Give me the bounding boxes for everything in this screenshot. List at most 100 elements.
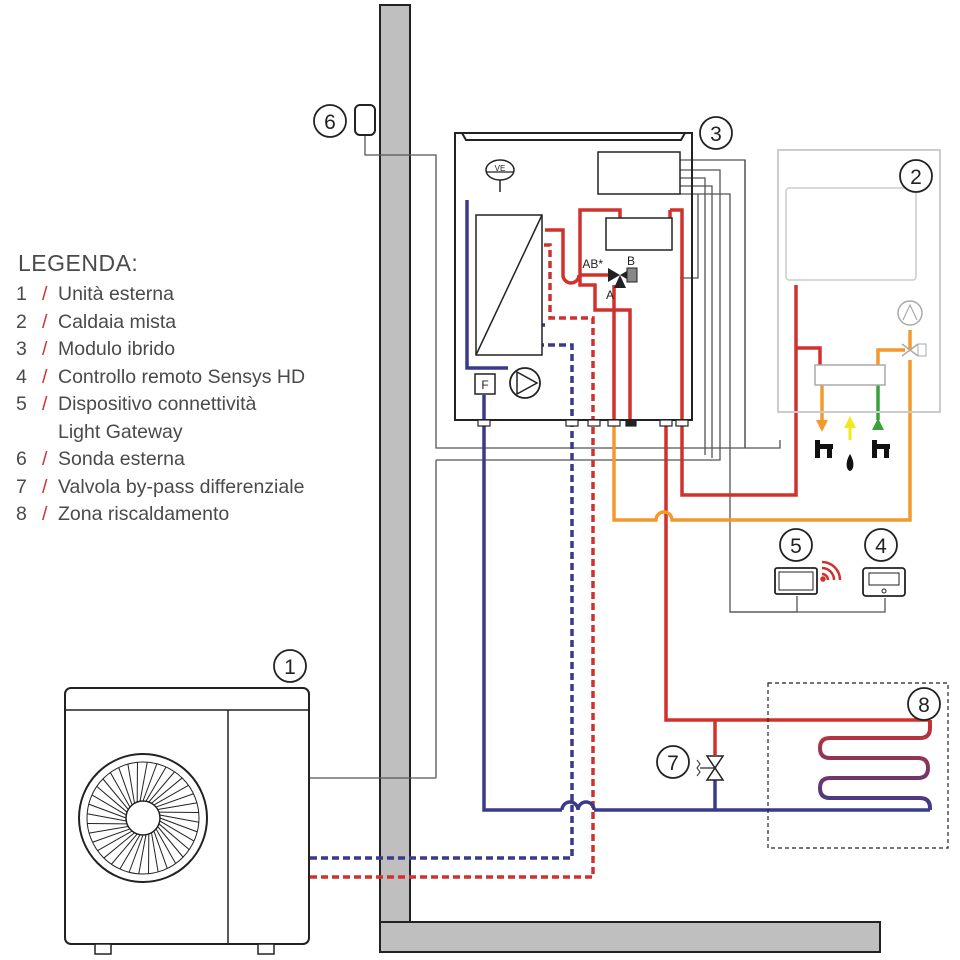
fan-spoke <box>96 786 128 813</box>
legend-item-number: 4 <box>16 365 27 388</box>
fan-spoke <box>158 823 190 850</box>
legend-separator: / <box>42 503 48 525</box>
dhw-pipework <box>612 330 912 522</box>
expansion-vessel-label: VE <box>495 164 506 173</box>
legend-item-label: Unità esterna <box>58 283 174 305</box>
hot-water-arrow-icon <box>816 420 828 432</box>
gas-arrow-icon <box>844 416 856 440</box>
fan-spoke <box>138 834 147 874</box>
callout-3-label: 3 <box>710 123 722 146</box>
module-sensor-box <box>605 217 673 251</box>
legend-separator: / <box>42 475 48 498</box>
legend-item: 1 / Unità esterna <box>16 281 356 309</box>
legend-item-label: Dispositivo connettività <box>58 393 257 415</box>
legend-separator: / <box>42 393 48 415</box>
legend-item-number: 6 <box>16 448 27 470</box>
legend-item: 6 / Sonda esterna <box>16 446 356 474</box>
bypass-valve-icon <box>696 755 725 781</box>
callout-2-label: 2 <box>910 166 922 189</box>
fan-spoke <box>111 833 138 865</box>
legend-title: LEGENDA: <box>18 250 139 276</box>
callout-1: 1 <box>273 649 307 683</box>
valve-port-ab: AB* <box>582 257 603 271</box>
supply-pipework <box>545 208 930 755</box>
valve-port-b: B <box>627 254 635 268</box>
filter-label: F <box>481 378 488 392</box>
callout-4: 4 <box>864 528 898 562</box>
refrigerant-lines <box>310 243 595 879</box>
legend-item-number: 1 <box>16 283 27 305</box>
fan-spoke <box>159 817 198 833</box>
callout-5: 5 <box>779 528 813 562</box>
valve-port-a: A <box>606 288 614 302</box>
fan-spoke <box>142 763 158 802</box>
fan-spoke <box>155 828 177 864</box>
fan-spoke <box>157 802 198 810</box>
legend-item-number: 2 <box>16 310 27 333</box>
legend-separator: / <box>42 310 48 333</box>
wall <box>379 4 411 924</box>
fan-spoke <box>153 830 168 869</box>
fan-spoke <box>145 766 167 802</box>
fan-spoke <box>127 763 135 804</box>
legend-item-label: Caldaia mista <box>58 310 177 333</box>
fan-spoke <box>88 803 127 819</box>
cold-water-arrow-icon <box>872 418 884 430</box>
callout-5-label: 5 <box>790 535 802 558</box>
legend-item-label: Controllo remoto Sensys HD <box>58 365 306 388</box>
fan-spoke <box>103 832 135 859</box>
callout-8-label: 8 <box>918 694 930 717</box>
filter-icon: F <box>474 373 496 395</box>
fan-spoke <box>151 832 159 873</box>
callout-3: 3 <box>699 116 733 150</box>
legend-item-label: Sonda esterna <box>58 448 185 470</box>
fan-spoke <box>87 813 127 822</box>
callout-1-label: 1 <box>284 656 296 679</box>
legend-item-number: 5 <box>16 393 27 415</box>
control-wiring <box>310 135 886 779</box>
legend-item-label: Zona riscaldamento <box>58 503 230 525</box>
fan-spoke <box>118 767 133 806</box>
callout-4-label: 4 <box>875 535 887 558</box>
legend-item: 8 / Zona riscaldamento <box>16 501 356 529</box>
legend-separator: / <box>42 283 48 305</box>
legend-item: 7 / Valvola by-pass differenziale <box>16 474 356 502</box>
fan-spoke <box>88 826 129 834</box>
boiler-diverter-valve-icon <box>901 343 919 357</box>
fan-spoke <box>97 830 133 852</box>
underfloor-coil <box>817 720 932 810</box>
flame-icon <box>846 454 854 471</box>
three-way-valve-icon: AB* A B <box>582 254 638 302</box>
callout-6: 6 <box>313 104 347 138</box>
module-connectors <box>477 419 689 427</box>
legend-item: 5 / Dispositivo connettività Light Gatew… <box>16 391 356 446</box>
fan-spoke <box>91 794 127 816</box>
callout-7: 7 <box>656 745 690 779</box>
legend-separator: / <box>42 448 48 470</box>
legend-item-number: 3 <box>16 338 27 360</box>
fan-spoke <box>148 771 175 803</box>
fan-spoke <box>139 762 148 802</box>
callout-2: 2 <box>899 159 933 193</box>
legend-item: 3 / Modulo ibrido <box>16 336 356 364</box>
combi-boiler <box>777 149 941 413</box>
floor <box>379 921 881 953</box>
control-board <box>597 151 681 195</box>
outdoor-sensor <box>354 104 376 136</box>
legend-item: 2 / Caldaia mista <box>16 309 356 337</box>
fan-grille-icon <box>78 753 208 883</box>
legend-item-label: Valvola by-pass differenziale <box>58 475 305 498</box>
fan-spoke <box>159 814 199 823</box>
legend-separator: / <box>42 338 48 360</box>
callout-8: 8 <box>907 687 941 721</box>
wireless-signal-icon <box>820 560 842 582</box>
fan-spoke <box>151 777 183 804</box>
legend-item-number: 7 <box>16 475 27 498</box>
fan-spoke <box>128 834 144 873</box>
legend-separator: / <box>42 365 48 388</box>
legend-item-number: 8 <box>16 503 27 525</box>
outdoor-unit <box>64 687 310 955</box>
fan-spoke <box>153 784 189 806</box>
fan-spoke <box>159 820 195 842</box>
